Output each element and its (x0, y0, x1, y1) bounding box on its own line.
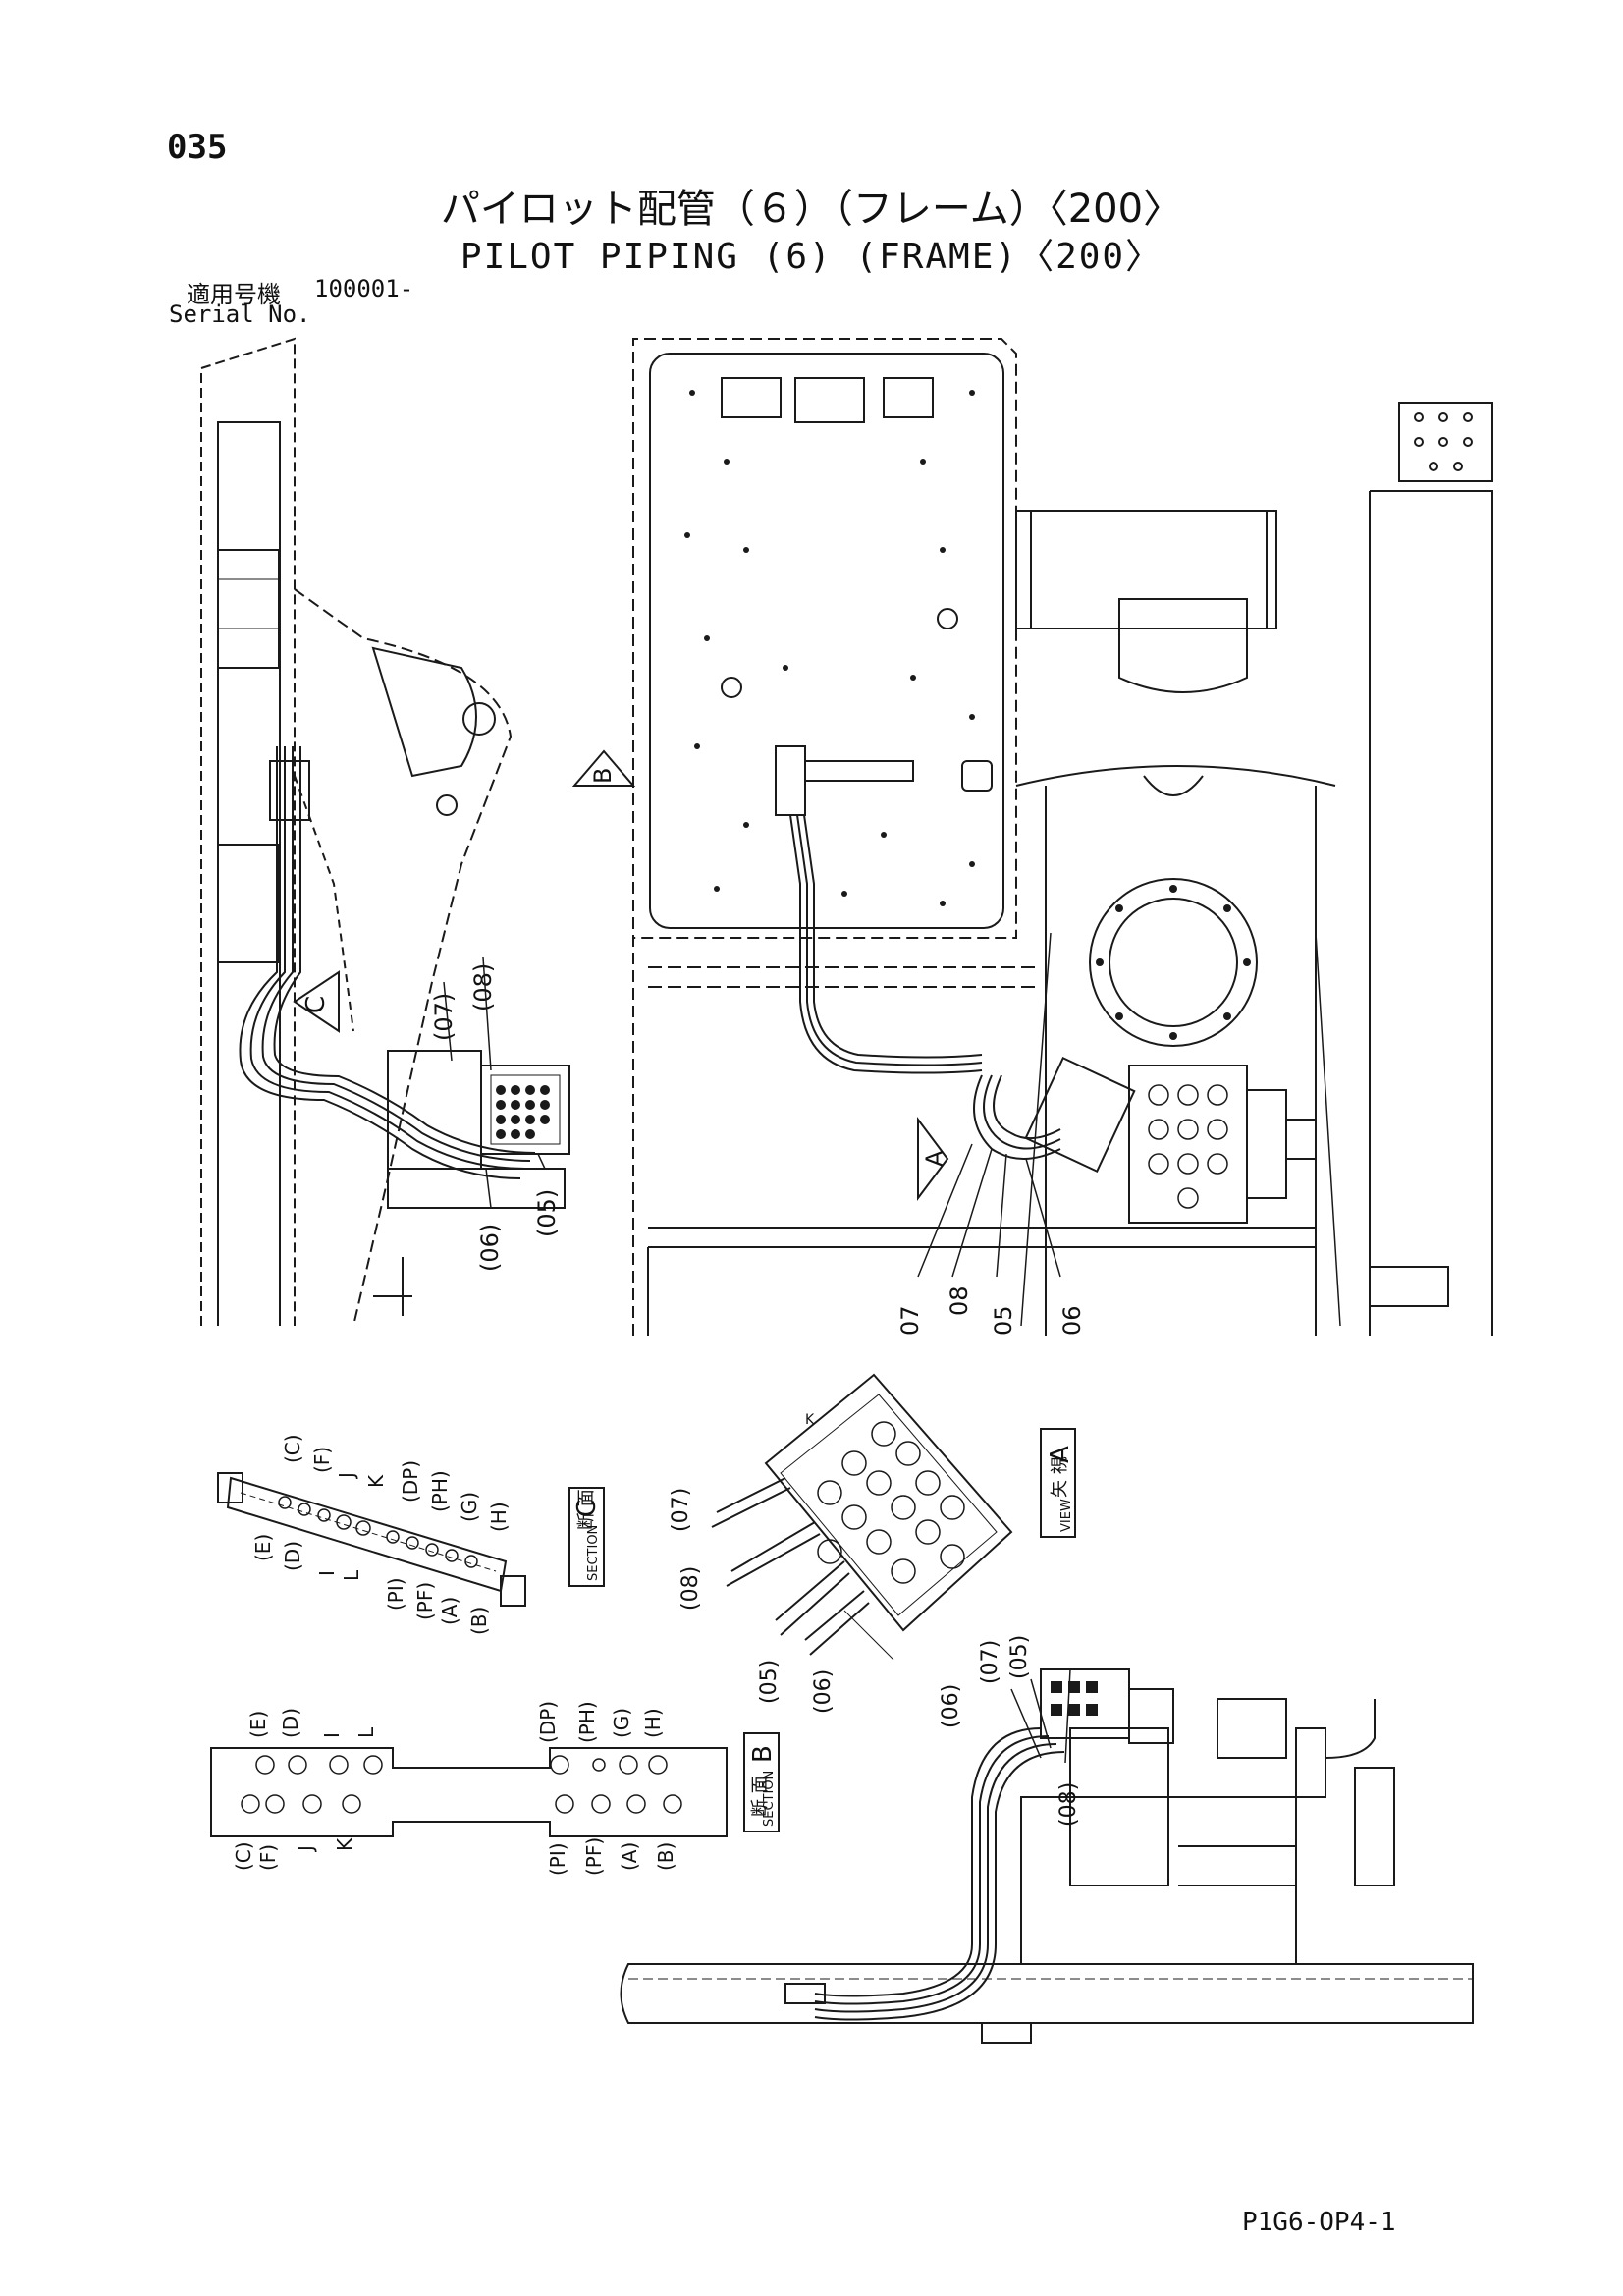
callout-06-left: (06) (476, 1224, 504, 1272)
serial-label-english: Serial No. (169, 301, 311, 328)
section-b-port-a: (A) (618, 1842, 641, 1871)
section-c-port-j: J (335, 1472, 358, 1480)
callout-07-view-a: (07) (669, 1488, 693, 1532)
callout-06-view-a: (06) (811, 1669, 836, 1714)
section-c-port-i: I (315, 1570, 339, 1576)
section-c-port-h: (H) (487, 1502, 511, 1532)
section-c-port-l: L (340, 1569, 363, 1581)
serial-label-japanese: 適用号機 (187, 281, 281, 308)
section-b-port-c: (C) (232, 1841, 255, 1871)
section-c-port-b: (B) (467, 1607, 491, 1635)
section-b-port-e: (E) (246, 1711, 270, 1738)
callout-05-detail: (05) (1007, 1635, 1032, 1679)
view-a-port-k: K (805, 1412, 815, 1428)
section-c-view: 断 面 SECTION C (C) (F) J K (DP) (PH) (G) … (217, 1434, 605, 1635)
title-japanese: パイロット配管（６）（フレーム）〈200〉 (440, 187, 1183, 232)
section-b-port-h: (H) (641, 1708, 665, 1738)
section-b-view: 断 面 SECTION B (E) (D) I L (C) (F) J K (D… (210, 1701, 780, 1876)
view-b-marker (571, 749, 636, 787)
serial-number-value: 100001- (314, 275, 414, 302)
callout-05-view-a: (05) (757, 1660, 782, 1704)
section-b-port-dp: (DP) (536, 1701, 560, 1743)
center-frame-view: B A 07 08 05 06 (571, 338, 1493, 1336)
drawing-code: P1G6-OP4-1 (1242, 2208, 1396, 2237)
view-c-letter: C (301, 996, 331, 1013)
section-b-port-ph: (PH) (575, 1701, 599, 1743)
section-c-port-f: (F) (310, 1447, 334, 1473)
title-english: PILOT PIPING (6) (FRAME)〈200〉 (460, 237, 1163, 277)
section-c-jp: 断 面 (576, 1489, 597, 1530)
section-b-port-pi: (PI) (546, 1842, 569, 1876)
section-c-en: SECTION (586, 1525, 601, 1581)
view-c-marker (293, 970, 340, 1033)
section-b-letter: B (748, 1745, 778, 1763)
section-b-jp: 断 面 (750, 1776, 771, 1817)
callout-06-detail: (06) (939, 1684, 963, 1728)
view-a-box-letter: A (1046, 1446, 1075, 1463)
callout-07-left: (07) (430, 993, 458, 1041)
section-b-port-j: J (294, 1845, 317, 1853)
section-b-port-g: (G) (610, 1708, 633, 1738)
view-a-detail: K 矢 視 VIEW A (07) (08) (05) (06) (669, 1373, 1076, 1714)
view-a-en: VIEW (1059, 1499, 1074, 1532)
section-b-en: SECTION (762, 1771, 777, 1827)
section-c-port-k: K (364, 1474, 388, 1488)
callout-08-view-a: (08) (678, 1566, 703, 1611)
section-c-port-dp: (DP) (399, 1460, 422, 1503)
section-b-port-i: I (320, 1732, 344, 1738)
section-c-letter: C (572, 1500, 602, 1517)
section-c-port-c: (C) (281, 1434, 304, 1463)
callout-05-center: 05 (990, 1305, 1017, 1336)
view-b-letter: B (589, 768, 617, 784)
callout-08-center: 08 (946, 1285, 973, 1316)
section-b-port-l: L (354, 1726, 378, 1738)
callout-08-detail: (08) (1056, 1782, 1081, 1827)
section-c-port-ph: (PH) (428, 1470, 452, 1512)
section-b-port-b: (B) (654, 1842, 677, 1871)
left-frame-view: C (07) (08) (05) (06) (200, 337, 570, 1327)
section-c-port-g: (G) (458, 1492, 481, 1522)
section-c-port-d: (D) (281, 1541, 304, 1571)
section-b-port-k: K (333, 1837, 356, 1851)
callout-08-left: (08) (469, 963, 497, 1011)
section-b-port-d: (D) (279, 1708, 302, 1738)
page-number: 035 (167, 128, 228, 167)
bottom-right-detail: (06) (07) (05) (08) (620, 1635, 1474, 2044)
section-c-port-e: (E) (251, 1534, 275, 1561)
section-b-port-f: (F) (256, 1844, 280, 1871)
callout-06-center: 06 (1058, 1305, 1086, 1336)
section-c-port-a: (A) (438, 1597, 461, 1625)
view-a-letter: A (921, 1150, 948, 1167)
section-b-port-pf: (PF) (582, 1837, 606, 1876)
section-c-port-pf: (PF) (413, 1582, 437, 1620)
view-a-jp: 矢 視 (1050, 1456, 1070, 1498)
callout-05-left: (05) (533, 1189, 561, 1237)
callout-07-center: 07 (896, 1305, 924, 1336)
section-c-port-pi: (PI) (384, 1577, 407, 1611)
view-a-marker (917, 1117, 949, 1201)
callout-07-detail: (07) (978, 1640, 1002, 1684)
